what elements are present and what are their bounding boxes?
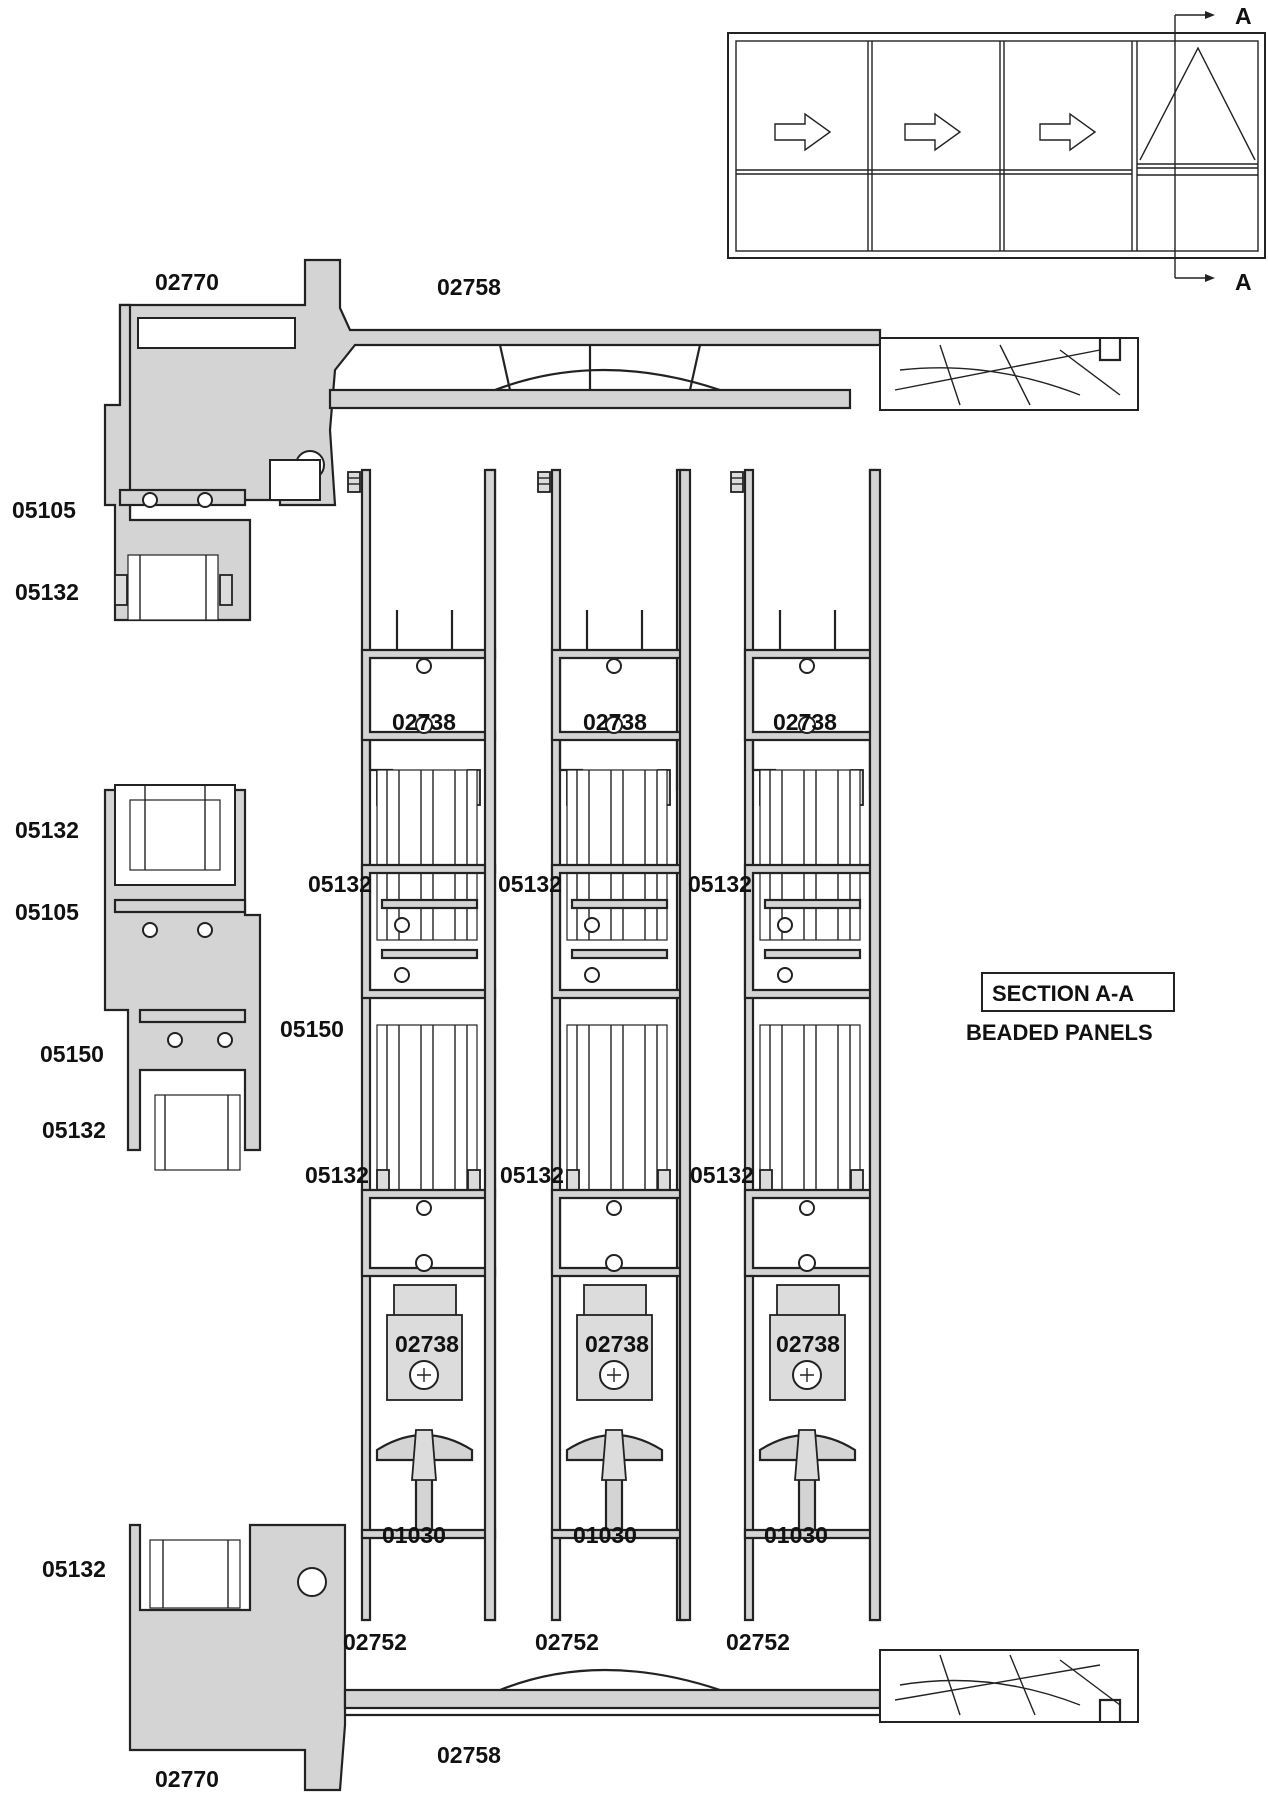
elevation-view: A A xyxy=(727,3,1266,295)
section-title: SECTION A-A xyxy=(992,981,1134,1006)
sash-panel-2 xyxy=(538,470,685,1620)
label-sash-rail-3: 02738 xyxy=(773,709,837,735)
left-detail-middle xyxy=(103,784,262,1171)
label-frame-bottom: 02770 xyxy=(155,1766,219,1792)
label-bead-1: 05132 xyxy=(308,871,372,897)
label-sash-rail-6: 02738 xyxy=(776,1331,840,1357)
label-bead-6: 05132 xyxy=(690,1162,754,1188)
section-subtitle: BEADED PANELS xyxy=(966,1020,1153,1045)
label-bead-3: 05132 xyxy=(688,871,752,897)
label-roller-3: 01030 xyxy=(764,1522,828,1548)
section-title-box xyxy=(981,972,1175,1012)
section-marker-top: A xyxy=(1235,3,1252,29)
section-marker-bottom: A xyxy=(1235,269,1252,295)
label-mullion: 05150 xyxy=(280,1016,344,1042)
part-labels: 02770 02758 05105 05132 02738 02738 0273… xyxy=(12,269,1175,1792)
label-frame-top: 02770 xyxy=(155,269,219,295)
label-track-3: 02752 xyxy=(726,1629,790,1655)
label-sash-rail-5: 02738 xyxy=(585,1331,649,1357)
label-roller-1: 01030 xyxy=(382,1522,446,1548)
label-frame-bottom-sub: 02758 xyxy=(437,1742,501,1768)
label-sash-rail-1: 02738 xyxy=(392,709,456,735)
sash-panel-1 xyxy=(348,470,495,1620)
frame-bottom xyxy=(128,1523,1139,1792)
label-roller-2: 01030 xyxy=(573,1522,637,1548)
label-sash-rail-4: 02738 xyxy=(395,1331,459,1357)
label-bead-4: 05132 xyxy=(305,1162,369,1188)
label-bead-2: 05132 xyxy=(498,871,562,897)
interlocks xyxy=(483,468,882,1622)
label-left-mid-1: 05132 xyxy=(15,817,79,843)
label-left-top-1: 05105 xyxy=(12,497,76,523)
label-track-2: 02752 xyxy=(535,1629,599,1655)
label-left-bot-1: 05132 xyxy=(42,1556,106,1582)
label-track-1: 02752 xyxy=(343,1629,407,1655)
label-left-mid-4: 05132 xyxy=(42,1117,106,1143)
frame-top xyxy=(118,258,1139,522)
label-sash-rail-2: 02738 xyxy=(583,709,647,735)
label-frame-top-sub: 02758 xyxy=(437,274,501,300)
label-left-mid-2: 05105 xyxy=(15,899,79,925)
left-detail-top xyxy=(103,303,252,622)
sash-panel-3 xyxy=(731,470,878,1620)
label-left-mid-3: 05150 xyxy=(40,1041,104,1067)
label-bead-5: 05132 xyxy=(500,1162,564,1188)
label-left-top-2: 05132 xyxy=(15,579,79,605)
